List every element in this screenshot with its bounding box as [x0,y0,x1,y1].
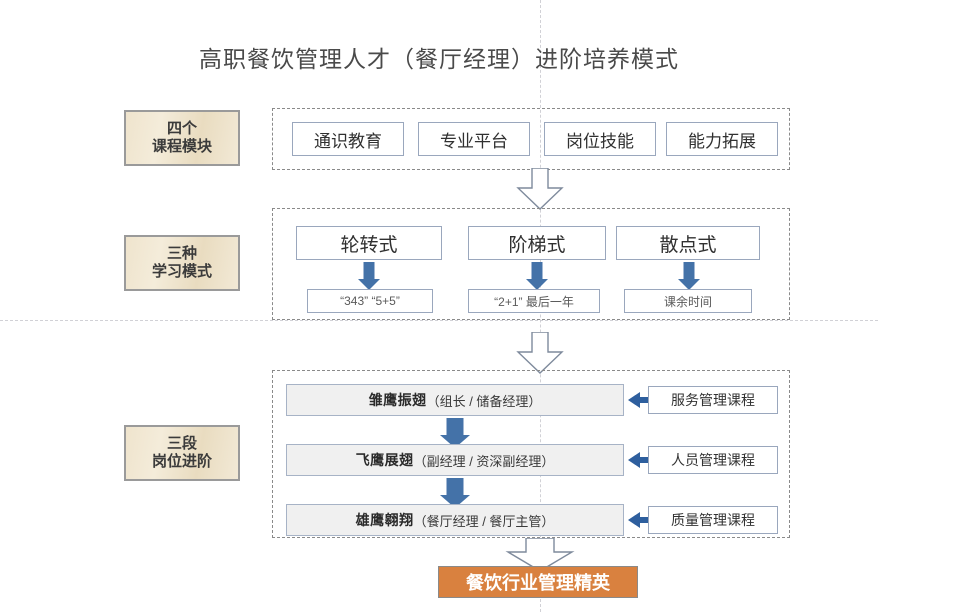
stage-title-2: 雄鹰翱翔 [355,512,414,528]
mode-detail-0: “343” “5+5” [340,294,400,308]
course-label-1: 人员管理课程 [671,452,755,468]
mode-box-0[interactable]: 轮转式 [296,226,442,260]
side-label-line2: 学习模式 [151,263,212,280]
arrow-down-icon-mode-1 [526,262,548,290]
outcome-box[interactable]: 餐饮行业管理精英 [438,566,638,598]
stage-title-0: 雏鹰振翅 [368,392,427,408]
slide-outside-area [878,0,962,612]
chevron-left-icon-2 [628,510,652,530]
side-label-line1: 三种 [166,244,197,262]
stage-box-1[interactable]: 飞鹰展翅 （副经理 / 资深副经理） [286,444,624,476]
learning-modes-container [272,208,790,320]
course-box-1[interactable]: 人员管理课程 [648,446,778,474]
course-box-0[interactable]: 服务管理课程 [648,386,778,414]
side-label-line1: 三段 [166,434,197,452]
module-label-3: 能力拓展 [688,131,756,151]
course-modules-container [272,108,790,170]
stage-roles-0: （组长 / 储备经理） [426,393,542,409]
stage-box-0[interactable]: 雏鹰振翅 （组长 / 储备经理） [286,384,624,416]
course-label-2: 质量管理课程 [671,512,755,528]
page-title: 高职餐饮管理人才（餐厅经理）进阶培养模式 [199,46,679,72]
mode-detail-box-2: 课余时间 [624,289,752,313]
hollow-arrow-down-icon-3 [498,538,582,572]
module-box-2[interactable]: 岗位技能 [544,122,656,156]
mode-detail-1: “2+1” 最后一年 [494,294,574,309]
module-label-2: 岗位技能 [566,131,634,151]
course-label-0: 服务管理课程 [671,392,755,408]
mode-label-2: 散点式 [659,234,717,256]
mode-label-0: 轮转式 [340,234,398,256]
module-box-1[interactable]: 专业平台 [418,122,530,156]
stage-title-1: 飞鹰展翅 [355,452,414,468]
chevron-left-icon-0 [628,390,652,410]
outcome-label: 餐饮行业管理精英 [466,573,610,593]
slide-canvas: 高职餐饮管理人才（餐厅经理）进阶培养模式 四个 课程模块 通识教育 专业平台 岗… [0,0,878,612]
stage-roles-1: （副经理 / 资深副经理） [413,453,555,469]
arrow-down-icon-mode-0 [358,262,380,290]
side-label-line2: 课程模块 [151,138,212,155]
mode-detail-box-1: “2+1” 最后一年 [468,289,600,313]
mode-label-1: 阶梯式 [508,234,566,256]
stage-box-2[interactable]: 雄鹰翱翔 （餐厅经理 / 餐厅主管） [286,504,624,536]
mode-box-1[interactable]: 阶梯式 [468,226,606,260]
hollow-arrow-down-icon-1 [512,168,568,210]
chevron-left-icon-1 [628,450,652,470]
guide-line-horizontal [0,320,878,321]
course-box-2[interactable]: 质量管理课程 [648,506,778,534]
module-label-1: 专业平台 [440,131,508,151]
side-label-line2: 岗位进阶 [151,453,212,470]
stage-roles-2: （餐厅经理 / 餐厅主管） [413,513,555,529]
module-label-0: 通识教育 [314,131,382,151]
mode-box-2[interactable]: 散点式 [616,226,760,260]
side-label-course-modules: 四个 课程模块 [124,110,240,166]
hollow-arrow-down-icon-2 [512,332,568,374]
mode-detail-2: 课余时间 [663,294,712,309]
side-label-learning-modes: 三种 学习模式 [124,235,240,291]
side-label-career-stages: 三段 岗位进阶 [124,425,240,481]
side-label-line1: 四个 [166,119,197,137]
mode-detail-box-0: “343” “5+5” [307,289,433,313]
module-box-3[interactable]: 能力拓展 [666,122,778,156]
arrow-down-icon-mode-2 [678,262,700,290]
module-box-0[interactable]: 通识教育 [292,122,404,156]
